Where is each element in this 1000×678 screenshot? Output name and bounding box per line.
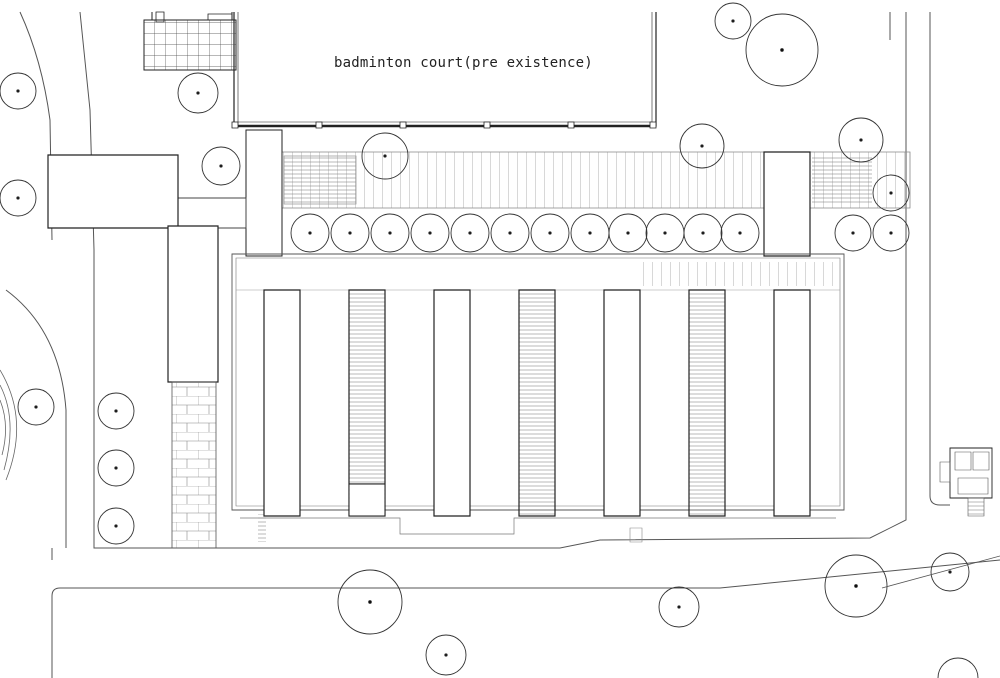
tree	[491, 214, 529, 252]
tree	[835, 215, 871, 251]
tree	[338, 570, 402, 634]
tree	[18, 389, 54, 425]
tree	[98, 450, 134, 486]
tree	[873, 175, 909, 211]
tree	[931, 553, 969, 591]
pavilions	[264, 290, 810, 516]
trees	[0, 3, 978, 678]
badminton-court-label: badminton court(pre existence)	[334, 55, 593, 71]
tree	[291, 214, 329, 252]
tree	[331, 214, 369, 252]
tree	[0, 73, 36, 109]
pavilion-1	[264, 290, 300, 516]
tree	[684, 214, 722, 252]
pavilion-2	[349, 290, 385, 516]
right-tower-block	[764, 152, 810, 256]
tree	[721, 214, 759, 252]
pavilion-3	[434, 290, 470, 516]
tree	[715, 3, 751, 39]
tree	[0, 180, 36, 216]
pavilion-7	[774, 290, 810, 516]
side-buildings	[48, 155, 218, 382]
tree	[839, 118, 883, 162]
tree	[98, 393, 134, 429]
walkway-band	[282, 152, 910, 208]
tree	[659, 587, 699, 627]
entry-path	[176, 130, 282, 256]
tree	[746, 14, 818, 86]
tree	[202, 147, 240, 185]
road-lines	[6, 12, 1000, 678]
tree	[362, 133, 408, 179]
tree	[411, 214, 449, 252]
tree	[426, 635, 466, 675]
tree	[873, 215, 909, 251]
tree	[680, 124, 724, 168]
tree	[371, 214, 409, 252]
pavilion-5	[604, 290, 640, 516]
paving-strip	[172, 382, 216, 548]
grid-structure	[144, 12, 236, 70]
tree	[938, 658, 978, 678]
tree	[178, 73, 218, 113]
tree	[609, 214, 647, 252]
pavilion-4	[519, 290, 555, 516]
tree-row	[291, 214, 759, 252]
tree	[825, 555, 887, 617]
restroom-unit	[882, 448, 1000, 588]
tree	[451, 214, 489, 252]
tree	[98, 508, 134, 544]
pavilion-6	[689, 290, 725, 516]
tree	[531, 214, 569, 252]
curved-path-lines	[0, 370, 17, 480]
